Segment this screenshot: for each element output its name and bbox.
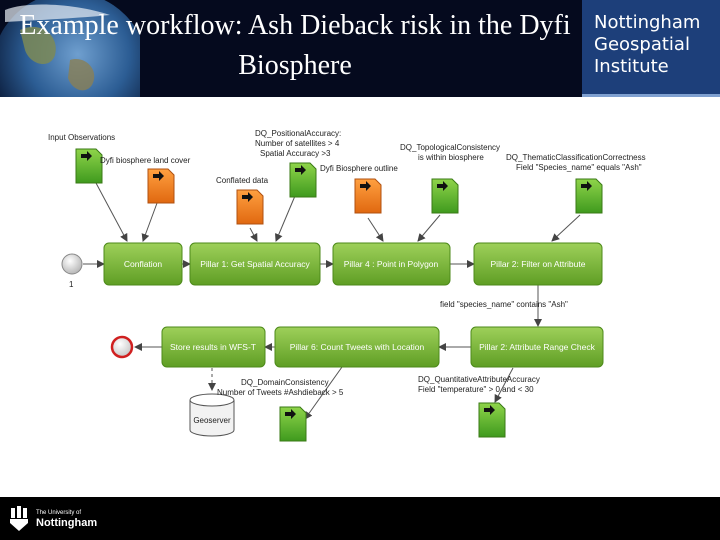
quantitative-accuracy-title: DQ_QuantitativeAttributeAccuracy [418,375,540,384]
input-observations-doc [75,148,103,184]
arrow-icon [153,171,164,181]
start-event [61,253,83,275]
arrow-icon [242,192,253,202]
geoserver-database: Geoserver [189,393,235,437]
start-index: 1 [69,280,74,289]
positional-accuracy-title: DQ_PositionalAccuracy: [255,129,341,138]
positional-accuracy-doc [289,162,317,198]
conflated-data-doc [236,189,264,225]
thematic-correctness-title: DQ_ThematicClassificationCorrectness [506,153,646,162]
species-contains-note: field "species_name" contains "Ash" [440,300,568,309]
page-title: Example workflow: Ash Dieback risk in th… [19,10,571,81]
arrow-icon [360,181,371,191]
topological-consistency-doc [431,178,459,214]
domain-consistency-title: DQ_DomainConsistency [241,378,329,387]
domain-consistency-doc [279,406,307,442]
pillar1-label: Pillar 1: Get Spatial Accuracy [200,259,310,269]
university-small-text: The University of [36,510,82,516]
earth-image [0,0,140,97]
header-underline [582,94,720,97]
dyfi-land-cover-label: Dyfi biosphere land cover [100,156,191,165]
university-crest-icon [10,506,28,531]
store-results-process [161,326,266,368]
institute-logo: Nottingham Geospatial Institute [582,0,720,94]
conflation-label: Conflation [124,259,163,269]
dyfi-outline-doc [354,178,382,214]
conflated-data-label: Conflated data [216,176,269,185]
university-name: Nottingham [36,517,98,529]
pillar2-filter-process [473,242,603,286]
institute-line1: Nottingham [594,12,701,33]
pillar2-range-label: Pillar 2: Attribute Range Check [479,342,596,352]
topological-consistency-line2: is within biosphere [418,153,484,162]
end-event [110,335,134,359]
arrow-icon [81,151,92,161]
thematic-correctness-line2: Field "Species_name" equals "Ash" [516,163,642,172]
arrow-icon [295,165,306,175]
workflow-diagram: 1 Conflation Pillar 1: Get Spatial Accur… [48,129,646,442]
footer-bar [0,497,720,540]
dyfi-land-cover-doc [147,168,175,204]
quantitative-accuracy-line2: Field "temperature" > 0 and < 30 [418,385,534,394]
pillar6-process [274,326,440,368]
pillar1-process [189,242,321,286]
conflation-process [103,242,183,286]
pillar2-range-process [470,326,604,368]
thematic-correctness-doc [575,178,603,214]
input-observations-label: Input Observations [48,133,115,142]
geoserver-label: Geoserver [193,416,231,425]
dyfi-outline-label: Dyfi Biosphere outline [320,164,398,173]
store-results-label: Store results in WFS-T [170,342,256,352]
pillar6-label: Pillar 6: Count Tweets with Location [290,342,425,352]
arrow-icon [484,405,495,415]
positional-accuracy-line2: Number of satellites > 4 [255,139,340,148]
topological-consistency-title: DQ_TopologicalConsistency [400,143,500,152]
quantitative-accuracy-doc [478,402,506,438]
domain-consistency-line2: Number of Tweets #Ashdieback > 5 [217,388,344,397]
pillar4-process [332,242,451,286]
institute-line2: Geospatial [594,34,690,55]
university-logo: The University of Nottingham [36,510,97,529]
arrow-icon [285,409,296,419]
positional-accuracy-line3: Spatial Accuracy >3 [260,149,331,158]
arrow-icon [581,181,592,191]
institute-line3: Institute [594,56,669,77]
arrow-icon [437,181,448,191]
pillar4-label: Pillar 4 : Point in Polygon [344,259,439,269]
pillar2-filter-label: Pillar 2: Filter on Attribute [491,259,586,269]
